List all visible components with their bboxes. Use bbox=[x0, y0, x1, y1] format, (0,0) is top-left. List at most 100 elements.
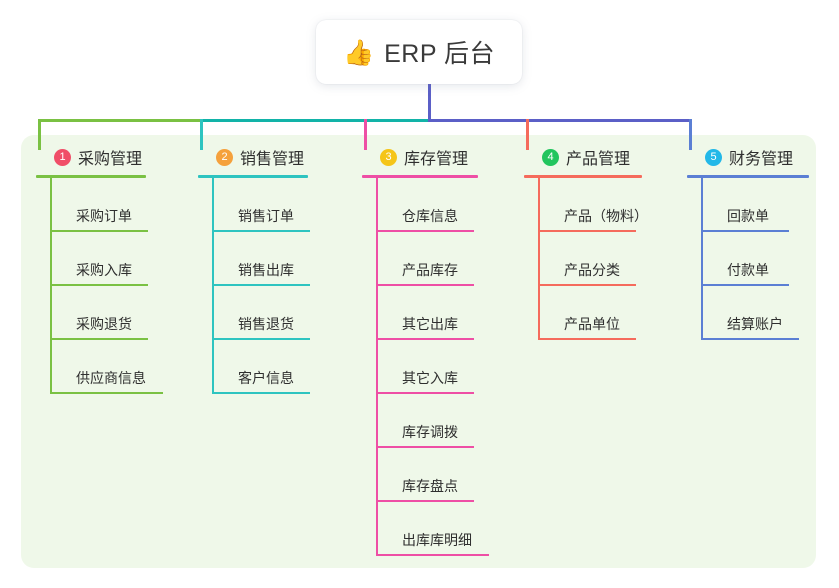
leaf-item-underline bbox=[212, 392, 310, 394]
connector-stub-5 bbox=[689, 119, 692, 150]
leaf-item-label: 回款单 bbox=[727, 208, 769, 224]
root-node-title: ERP 后台 bbox=[384, 40, 496, 68]
column-1: 1 采购管理采购订单采购入库采购退货供应商信息 bbox=[36, 146, 196, 394]
diagram-panel bbox=[21, 135, 816, 568]
column-title-3: 库存管理 bbox=[404, 151, 469, 168]
leaf-list-1: 采购订单采购入库采购退货供应商信息 bbox=[50, 178, 196, 394]
leaf-item[interactable]: 采购入库 bbox=[50, 232, 196, 286]
leaf-item[interactable]: 其它出库 bbox=[376, 286, 522, 340]
leaf-item[interactable]: 采购订单 bbox=[50, 178, 196, 232]
column-underline-4 bbox=[524, 175, 642, 178]
column-header-4[interactable]: 4 产品管理 bbox=[524, 146, 684, 168]
connector-bus-right bbox=[428, 119, 692, 122]
leaf-item-underline bbox=[376, 446, 474, 448]
connector-trunk bbox=[428, 84, 431, 122]
leaf-item-underline bbox=[538, 230, 636, 232]
leaf-item-underline bbox=[701, 230, 789, 232]
leaf-item-underline bbox=[538, 284, 636, 286]
leaf-item-underline bbox=[50, 338, 148, 340]
leaf-spine-3 bbox=[376, 178, 378, 556]
leaf-item-label: 采购退货 bbox=[76, 316, 132, 332]
column-header-2[interactable]: 2 销售管理 bbox=[198, 146, 358, 168]
leaf-item[interactable]: 付款单 bbox=[701, 232, 839, 286]
leaf-item-label: 销售出库 bbox=[238, 262, 294, 278]
leaf-spine-4 bbox=[538, 178, 540, 340]
leaf-item-underline bbox=[701, 338, 799, 340]
leaf-item-label: 仓库信息 bbox=[402, 208, 458, 224]
leaf-item[interactable]: 库存调拨 bbox=[376, 394, 522, 448]
thumbs-up-icon: 👍 bbox=[342, 37, 375, 67]
leaf-item[interactable]: 仓库信息 bbox=[376, 178, 522, 232]
leaf-item[interactable]: 回款单 bbox=[701, 178, 839, 232]
leaf-item-underline bbox=[212, 230, 310, 232]
leaf-item-label: 供应商信息 bbox=[76, 370, 146, 386]
leaf-item[interactable]: 产品单位 bbox=[538, 286, 684, 340]
leaf-item-underline bbox=[376, 338, 474, 340]
leaf-item-label: 出库库明细 bbox=[402, 532, 472, 548]
leaf-item[interactable]: 结算账户 bbox=[701, 286, 839, 340]
leaf-item-label: 其它入库 bbox=[402, 370, 458, 386]
column-badge-3: 3 bbox=[380, 148, 397, 166]
connector-stub-3 bbox=[364, 119, 367, 150]
column-header-3[interactable]: 3 库存管理 bbox=[362, 146, 522, 168]
leaf-item-label: 结算账户 bbox=[727, 316, 783, 332]
leaf-item-underline bbox=[376, 230, 474, 232]
connector-bus-left bbox=[38, 119, 200, 122]
leaf-item-underline bbox=[50, 392, 163, 394]
leaf-item[interactable]: 产品（物料） bbox=[538, 178, 684, 232]
column-underline-3 bbox=[362, 175, 478, 178]
column-title-1: 采购管理 bbox=[78, 151, 143, 168]
column-header-5[interactable]: 5 财务管理 bbox=[687, 146, 839, 168]
leaf-item-label: 产品分类 bbox=[564, 262, 620, 278]
leaf-item-label: 销售订单 bbox=[238, 208, 294, 224]
leaf-item[interactable]: 销售退货 bbox=[212, 286, 358, 340]
column-badge-2: 2 bbox=[216, 148, 233, 166]
leaf-item[interactable]: 产品分类 bbox=[538, 232, 684, 286]
column-5: 5 财务管理回款单付款单结算账户 bbox=[687, 146, 839, 340]
column-3: 3 库存管理仓库信息产品库存其它出库其它入库库存调拨库存盘点出库库明细 bbox=[362, 146, 522, 556]
leaf-item-label: 库存调拨 bbox=[402, 424, 458, 440]
leaf-spine-2 bbox=[212, 178, 214, 394]
leaf-item-underline bbox=[376, 392, 474, 394]
leaf-item[interactable]: 产品库存 bbox=[376, 232, 522, 286]
leaf-item-label: 客户信息 bbox=[238, 370, 294, 386]
leaf-item-underline bbox=[376, 284, 474, 286]
leaf-item-underline bbox=[212, 284, 310, 286]
column-title-4: 产品管理 bbox=[566, 151, 631, 168]
column-title-2: 销售管理 bbox=[240, 151, 305, 168]
leaf-item-label: 采购订单 bbox=[76, 208, 132, 224]
leaf-item[interactable]: 库存盘点 bbox=[376, 448, 522, 502]
leaf-item[interactable]: 销售订单 bbox=[212, 178, 358, 232]
leaf-item[interactable]: 客户信息 bbox=[212, 340, 358, 394]
leaf-item-underline bbox=[701, 284, 789, 286]
leaf-spine-1 bbox=[50, 178, 52, 394]
leaf-item[interactable]: 其它入库 bbox=[376, 340, 522, 394]
column-badge-1: 1 bbox=[54, 148, 71, 166]
leaf-item-underline bbox=[538, 338, 636, 340]
leaf-item-label: 库存盘点 bbox=[402, 478, 458, 494]
column-underline-5 bbox=[687, 175, 809, 178]
root-node[interactable]: 👍 ERP 后台 bbox=[316, 20, 522, 84]
connector-stub-1 bbox=[38, 119, 41, 150]
leaf-item-underline bbox=[376, 500, 474, 502]
connector-stub-4 bbox=[526, 119, 529, 150]
leaf-list-5: 回款单付款单结算账户 bbox=[701, 178, 839, 340]
leaf-item-label: 产品（物料） bbox=[564, 208, 648, 224]
leaf-item[interactable]: 销售出库 bbox=[212, 232, 358, 286]
leaf-list-4: 产品（物料） 产品分类产品单位 bbox=[538, 178, 684, 340]
column-badge-5: 5 bbox=[705, 148, 722, 166]
leaf-spine-5 bbox=[701, 178, 703, 340]
column-2: 2 销售管理销售订单销售出库销售退货客户信息 bbox=[198, 146, 358, 394]
leaf-item[interactable]: 供应商信息 bbox=[50, 340, 196, 394]
leaf-item-underline bbox=[376, 554, 489, 556]
leaf-item[interactable]: 采购退货 bbox=[50, 286, 196, 340]
leaf-item-label: 其它出库 bbox=[402, 316, 458, 332]
leaf-item[interactable]: 出库库明细 bbox=[376, 502, 522, 556]
leaf-item-label: 付款单 bbox=[727, 262, 769, 278]
column-header-1[interactable]: 1 采购管理 bbox=[36, 146, 196, 168]
leaf-item-label: 产品库存 bbox=[402, 262, 458, 278]
column-title-5: 财务管理 bbox=[729, 151, 794, 168]
column-badge-4: 4 bbox=[542, 148, 559, 166]
column-underline-2 bbox=[198, 175, 308, 178]
column-underline-1 bbox=[36, 175, 146, 178]
